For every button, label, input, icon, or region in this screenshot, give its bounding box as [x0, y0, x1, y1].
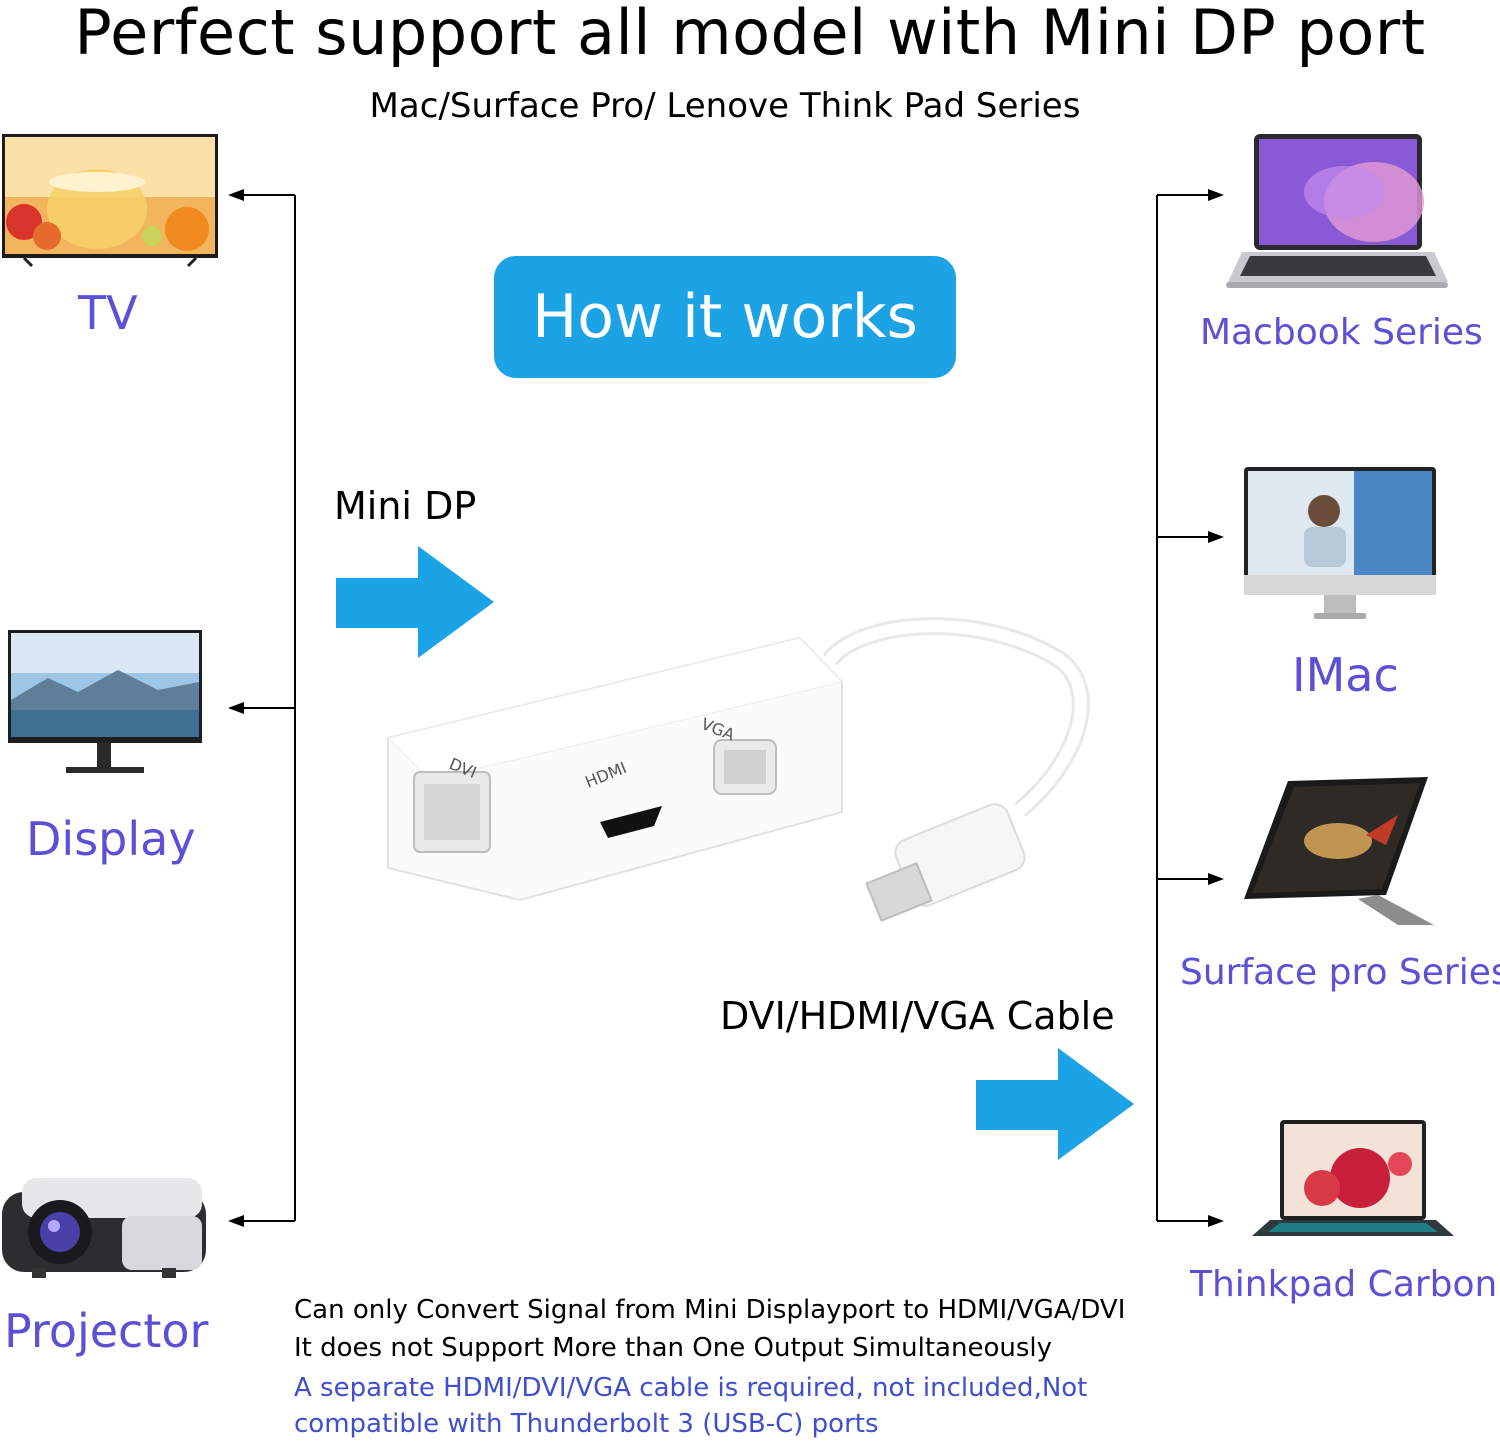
note-line-2: It does not Support More than One Output…	[294, 1333, 1052, 1363]
how-it-works-badge: How it works	[494, 256, 956, 378]
tv-icon	[2, 134, 218, 268]
adapter-illustration: DVI HDMI VGA	[387, 617, 1090, 922]
source-label-thinkpad: Thinkpad Carbon	[1190, 1264, 1498, 1305]
source-label-imac: IMac	[1292, 648, 1399, 702]
output-label-display: Display	[26, 812, 196, 866]
input-arrow-icon	[336, 546, 494, 658]
output-label: DVI/HDMI/VGA Cable	[720, 994, 1115, 1038]
imac-icon	[1244, 467, 1436, 619]
note-line-1: Can only Convert Signal from Mini Displa…	[294, 1295, 1126, 1325]
warning-line-1: A separate HDMI/DVI/VGA cable is require…	[294, 1373, 1088, 1403]
warning-line-2: compatible with Thunderbolt 3 (USB-C) po…	[294, 1409, 879, 1439]
source-label-surface: Surface pro Series	[1180, 952, 1500, 993]
output-label-projector: Projector	[4, 1304, 209, 1358]
page-title: Perfect support all model with Mini DP p…	[74, 0, 1426, 69]
tablet-icon	[1244, 777, 1434, 925]
input-label: Mini DP	[334, 484, 477, 528]
source-label-macbook: Macbook Series	[1200, 312, 1483, 353]
output-label-tv: TV	[78, 286, 138, 340]
monitor-icon	[8, 630, 202, 773]
output-arrow-icon	[976, 1048, 1134, 1160]
page-subtitle: Mac/Surface Pro/ Lenove Think Pad Series	[369, 86, 1081, 126]
projector-icon	[2, 1178, 206, 1278]
laptop-icon	[1252, 1120, 1454, 1236]
laptop-icon	[1226, 134, 1448, 288]
